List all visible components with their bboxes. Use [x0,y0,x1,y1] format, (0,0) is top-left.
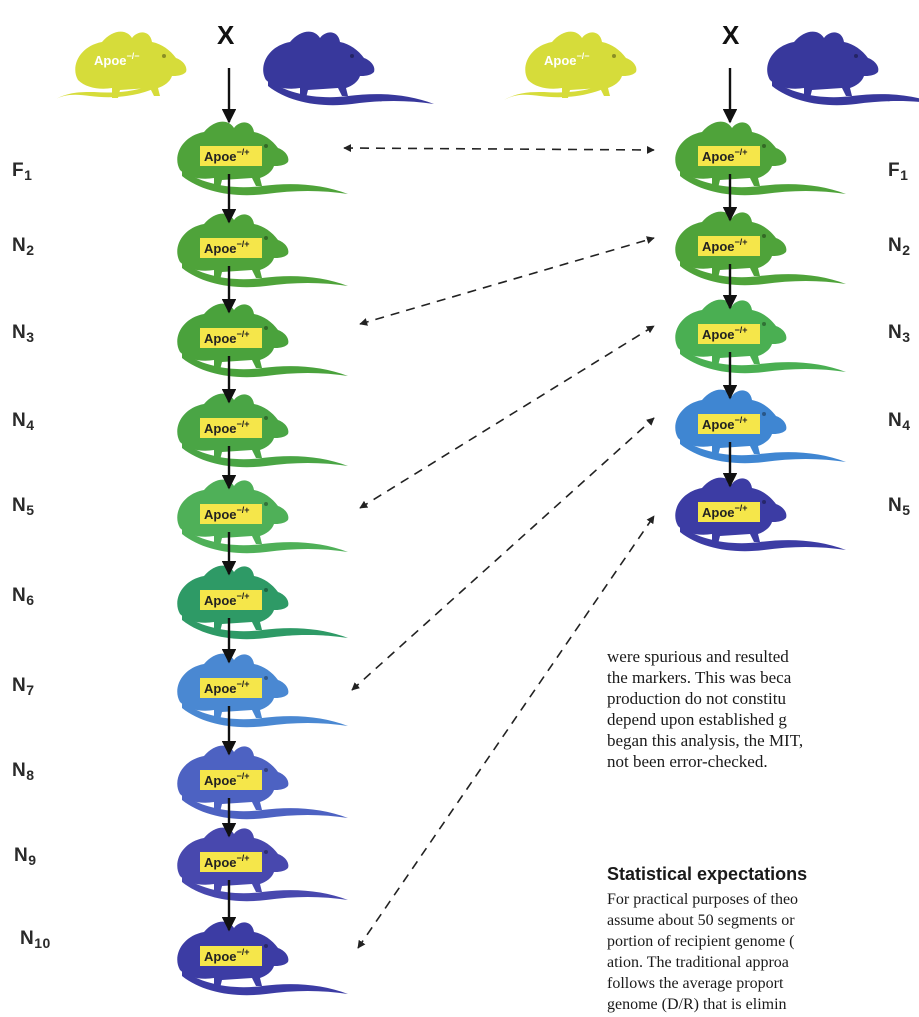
generation-number: 1 [24,167,32,183]
mouse-eye [264,944,268,948]
generation-number: 9 [28,852,36,868]
mouse-eye [762,144,766,148]
left-generation-label-2: N2 [12,235,35,258]
generation-letter: N [12,760,26,781]
generation-letter: F [888,160,900,181]
generation-letter: N [14,845,28,866]
body-text-line: not been error-checked. [607,751,919,772]
mouse-eye [264,768,268,772]
mouse-eye [350,54,354,58]
generation-letter: N [12,495,26,516]
mouse-eye [612,54,616,58]
mouse-eye [762,500,766,504]
right-generation-label-2: N2 [888,235,911,258]
left-generation-label-4: N4 [12,410,35,433]
generation-number: 7 [26,682,34,698]
left-generation-label-9: N9 [14,845,37,868]
mouse-eye [264,236,268,240]
generation-number: 6 [26,592,34,608]
mouse-eye [264,676,268,680]
mouse-eye [762,412,766,416]
mouse-eye [264,416,268,420]
left-generation-label-5: N5 [12,495,35,518]
mouse-eye [162,54,166,58]
left-generation-label-6: N6 [12,585,35,608]
body-text-line: the markers. This was beca [607,667,919,688]
mouse-eye [264,144,268,148]
left-generation-label-10: N10 [20,928,51,951]
generation-number: 3 [902,329,910,345]
body-text-line: depend upon established g [607,709,919,730]
body-text-line: assume about 50 segments or [607,910,919,931]
generation-letter: N [888,495,902,516]
body-text-line: genome (D/R) that is elimin [607,994,919,1015]
generation-number: 1 [900,167,908,183]
generation-letter: N [12,675,26,696]
generation-number: 2 [26,242,34,258]
generation-number: 10 [34,935,51,951]
left-generation-label-8: N8 [12,760,35,783]
body-text-line: For practical purposes of theo [607,889,919,910]
left-generation-label-1: F1 [12,160,32,183]
generation-number: 3 [26,329,34,345]
right-generation-label-3: N3 [888,322,911,345]
mouse-eye [264,502,268,506]
generation-number: 5 [26,502,34,518]
parent-mouse-donor-right [767,32,919,106]
right-generation-label-1: F1 [888,160,908,183]
mouse-eye [854,54,858,58]
generation-letter: N [888,410,902,431]
body-text-paragraph-2: For practical purposes of theo assume ab… [607,889,919,1015]
cross-symbol-right: X [722,20,739,51]
generation-letter: N [12,585,26,606]
parent-mouse-donor-left [263,32,434,106]
generation-letter: N [12,235,26,256]
mouse-eye [264,850,268,854]
generation-letter: N [12,410,26,431]
body-text-line: follows the average proport [607,973,919,994]
correspondence-arrow-f1 [344,148,654,150]
body-text-line: production do not constitu [607,688,919,709]
generation-number: 8 [26,767,34,783]
body-text-line: began this analysis, the MIT, [607,730,919,751]
generation-letter: N [20,928,34,949]
section-heading: Statistical expectations [607,864,807,885]
generation-letter: N [12,322,26,343]
mouse-eye [264,588,268,592]
mouse-body [75,32,186,98]
correspondence-arrow-n5 [360,326,654,508]
generation-number: 2 [902,242,910,258]
mouse-eye [264,326,268,330]
body-text-line: ation. The traditional approa [607,952,919,973]
generation-number: 5 [902,502,910,518]
mouse-body [525,32,636,98]
mouse-eye [762,322,766,326]
body-text-paragraph: were spurious and resulted the markers. … [607,646,919,772]
generation-number: 4 [902,417,910,433]
correspondence-arrow-n3 [360,238,654,324]
body-text-line: portion of recipient genome ( [607,931,919,952]
generation-letter: N [888,235,902,256]
left-generation-label-3: N3 [12,322,35,345]
mouse-eye [762,234,766,238]
generation-letter: F [12,160,24,181]
right-generation-label-5: N5 [888,495,911,518]
left-generation-label-7: N7 [12,675,35,698]
right-generation-label-4: N4 [888,410,911,433]
generation-number: 4 [26,417,34,433]
cross-symbol-left: X [217,20,234,51]
generation-letter: N [888,322,902,343]
body-text-line: were spurious and resulted [607,646,919,667]
